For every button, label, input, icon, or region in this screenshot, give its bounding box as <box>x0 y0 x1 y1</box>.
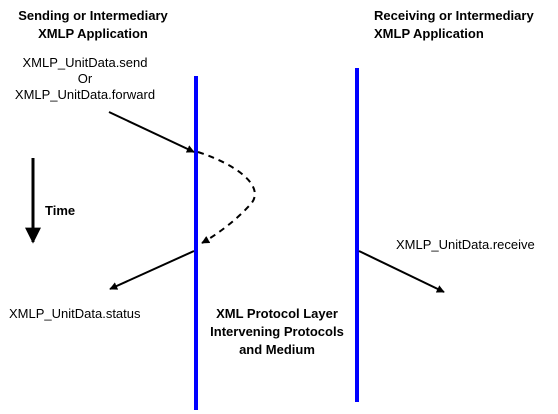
protocol-layer-line1: XML Protocol Layer <box>216 306 338 321</box>
protocol-layer-label: XML Protocol Layer Intervening Protocols… <box>203 305 351 359</box>
protocol-layer-line2: Intervening Protocols <box>210 324 344 339</box>
send-call-label: XMLP_UnitData.send Or XMLP_UnitData.forw… <box>4 55 166 103</box>
dashed-loop-arrow <box>197 151 256 244</box>
send-call-line3: XMLP_UnitData.forward <box>14 87 156 102</box>
receiver-heading-line1: Receiving or Intermediary <box>374 8 534 23</box>
send-call-line1: XMLP_UnitData.send <box>22 55 148 70</box>
receiver-heading-line2: XMLP Application <box>374 26 484 41</box>
receive-arrow <box>358 250 445 293</box>
protocol-layer-line3: and Medium <box>239 342 315 357</box>
receive-call-label: XMLP_UnitData.receive <box>396 237 535 252</box>
time-label: Time <box>45 203 76 218</box>
status-call-label: XMLP_UnitData.status <box>9 306 141 321</box>
sender-heading-line2: XMLP Application <box>38 26 148 41</box>
sender-heading-line1: Sending or Intermediary <box>18 8 168 23</box>
receiver-heading: Receiving or Intermediary XMLP Applicati… <box>374 8 534 42</box>
send-arrow <box>108 111 195 153</box>
status-arrow <box>109 250 195 290</box>
send-call-line2: Or <box>77 71 93 86</box>
sender-heading: Sending or Intermediary XMLP Application <box>8 8 178 42</box>
